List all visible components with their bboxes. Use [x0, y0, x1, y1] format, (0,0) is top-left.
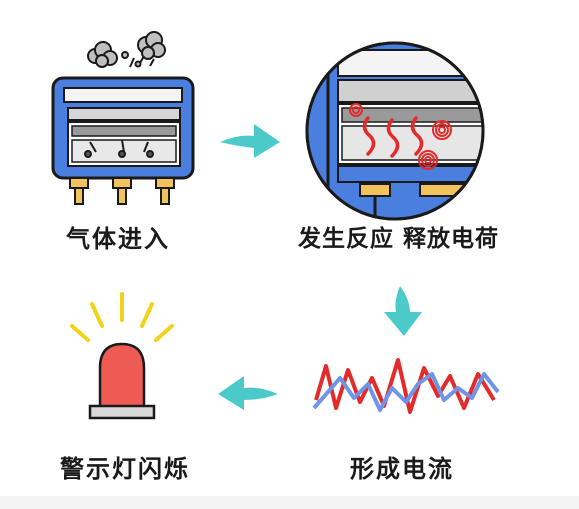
bottom-divider	[0, 496, 579, 509]
step-label-gas-in: 气体进入	[66, 225, 170, 253]
step-label-reaction: 发生反应 释放电荷	[298, 226, 500, 252]
flow-arrow-icon	[220, 124, 280, 158]
warning-light-icon	[70, 292, 174, 420]
sensor-zoom-icon	[305, 41, 485, 221]
gas-puff-icon	[87, 31, 166, 68]
step-label-alarm: 警示灯闪烁	[60, 455, 190, 483]
flow-arrow-icon	[384, 286, 422, 336]
gas-sensor-icon	[51, 31, 195, 205]
current-wave-icon	[312, 358, 500, 414]
flow-arrow-icon	[218, 376, 278, 410]
step-label-current: 形成电流	[350, 455, 454, 483]
